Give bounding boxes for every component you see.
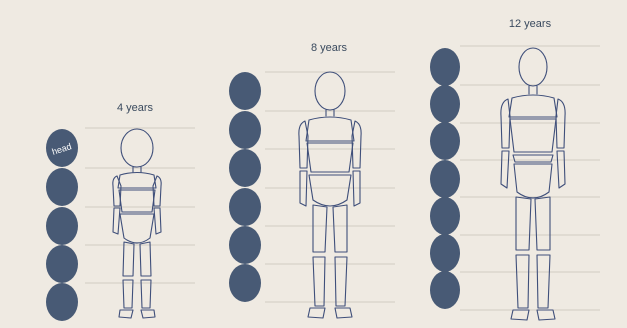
head-unit [229,111,261,149]
head-unit [229,188,261,226]
head-unit [229,149,261,187]
head-unit [46,283,78,321]
head-unit [430,122,460,160]
head-unit [229,226,261,264]
head-unit [430,85,460,123]
age-label-12-years: 12 years [509,18,552,30]
head-unit [430,48,460,86]
head-stack-4-years: head [46,129,78,321]
age-label-4-years: 4 years [117,102,154,114]
head-unit [229,264,261,302]
head-unit [430,197,460,235]
head-unit [46,245,78,283]
head-unit [430,234,460,272]
age-label-8-years: 8 years [311,42,348,54]
head-unit [46,207,78,245]
head-unit [430,160,460,198]
head-unit [430,271,460,309]
head-unit [229,72,261,110]
head-unit [46,168,78,206]
